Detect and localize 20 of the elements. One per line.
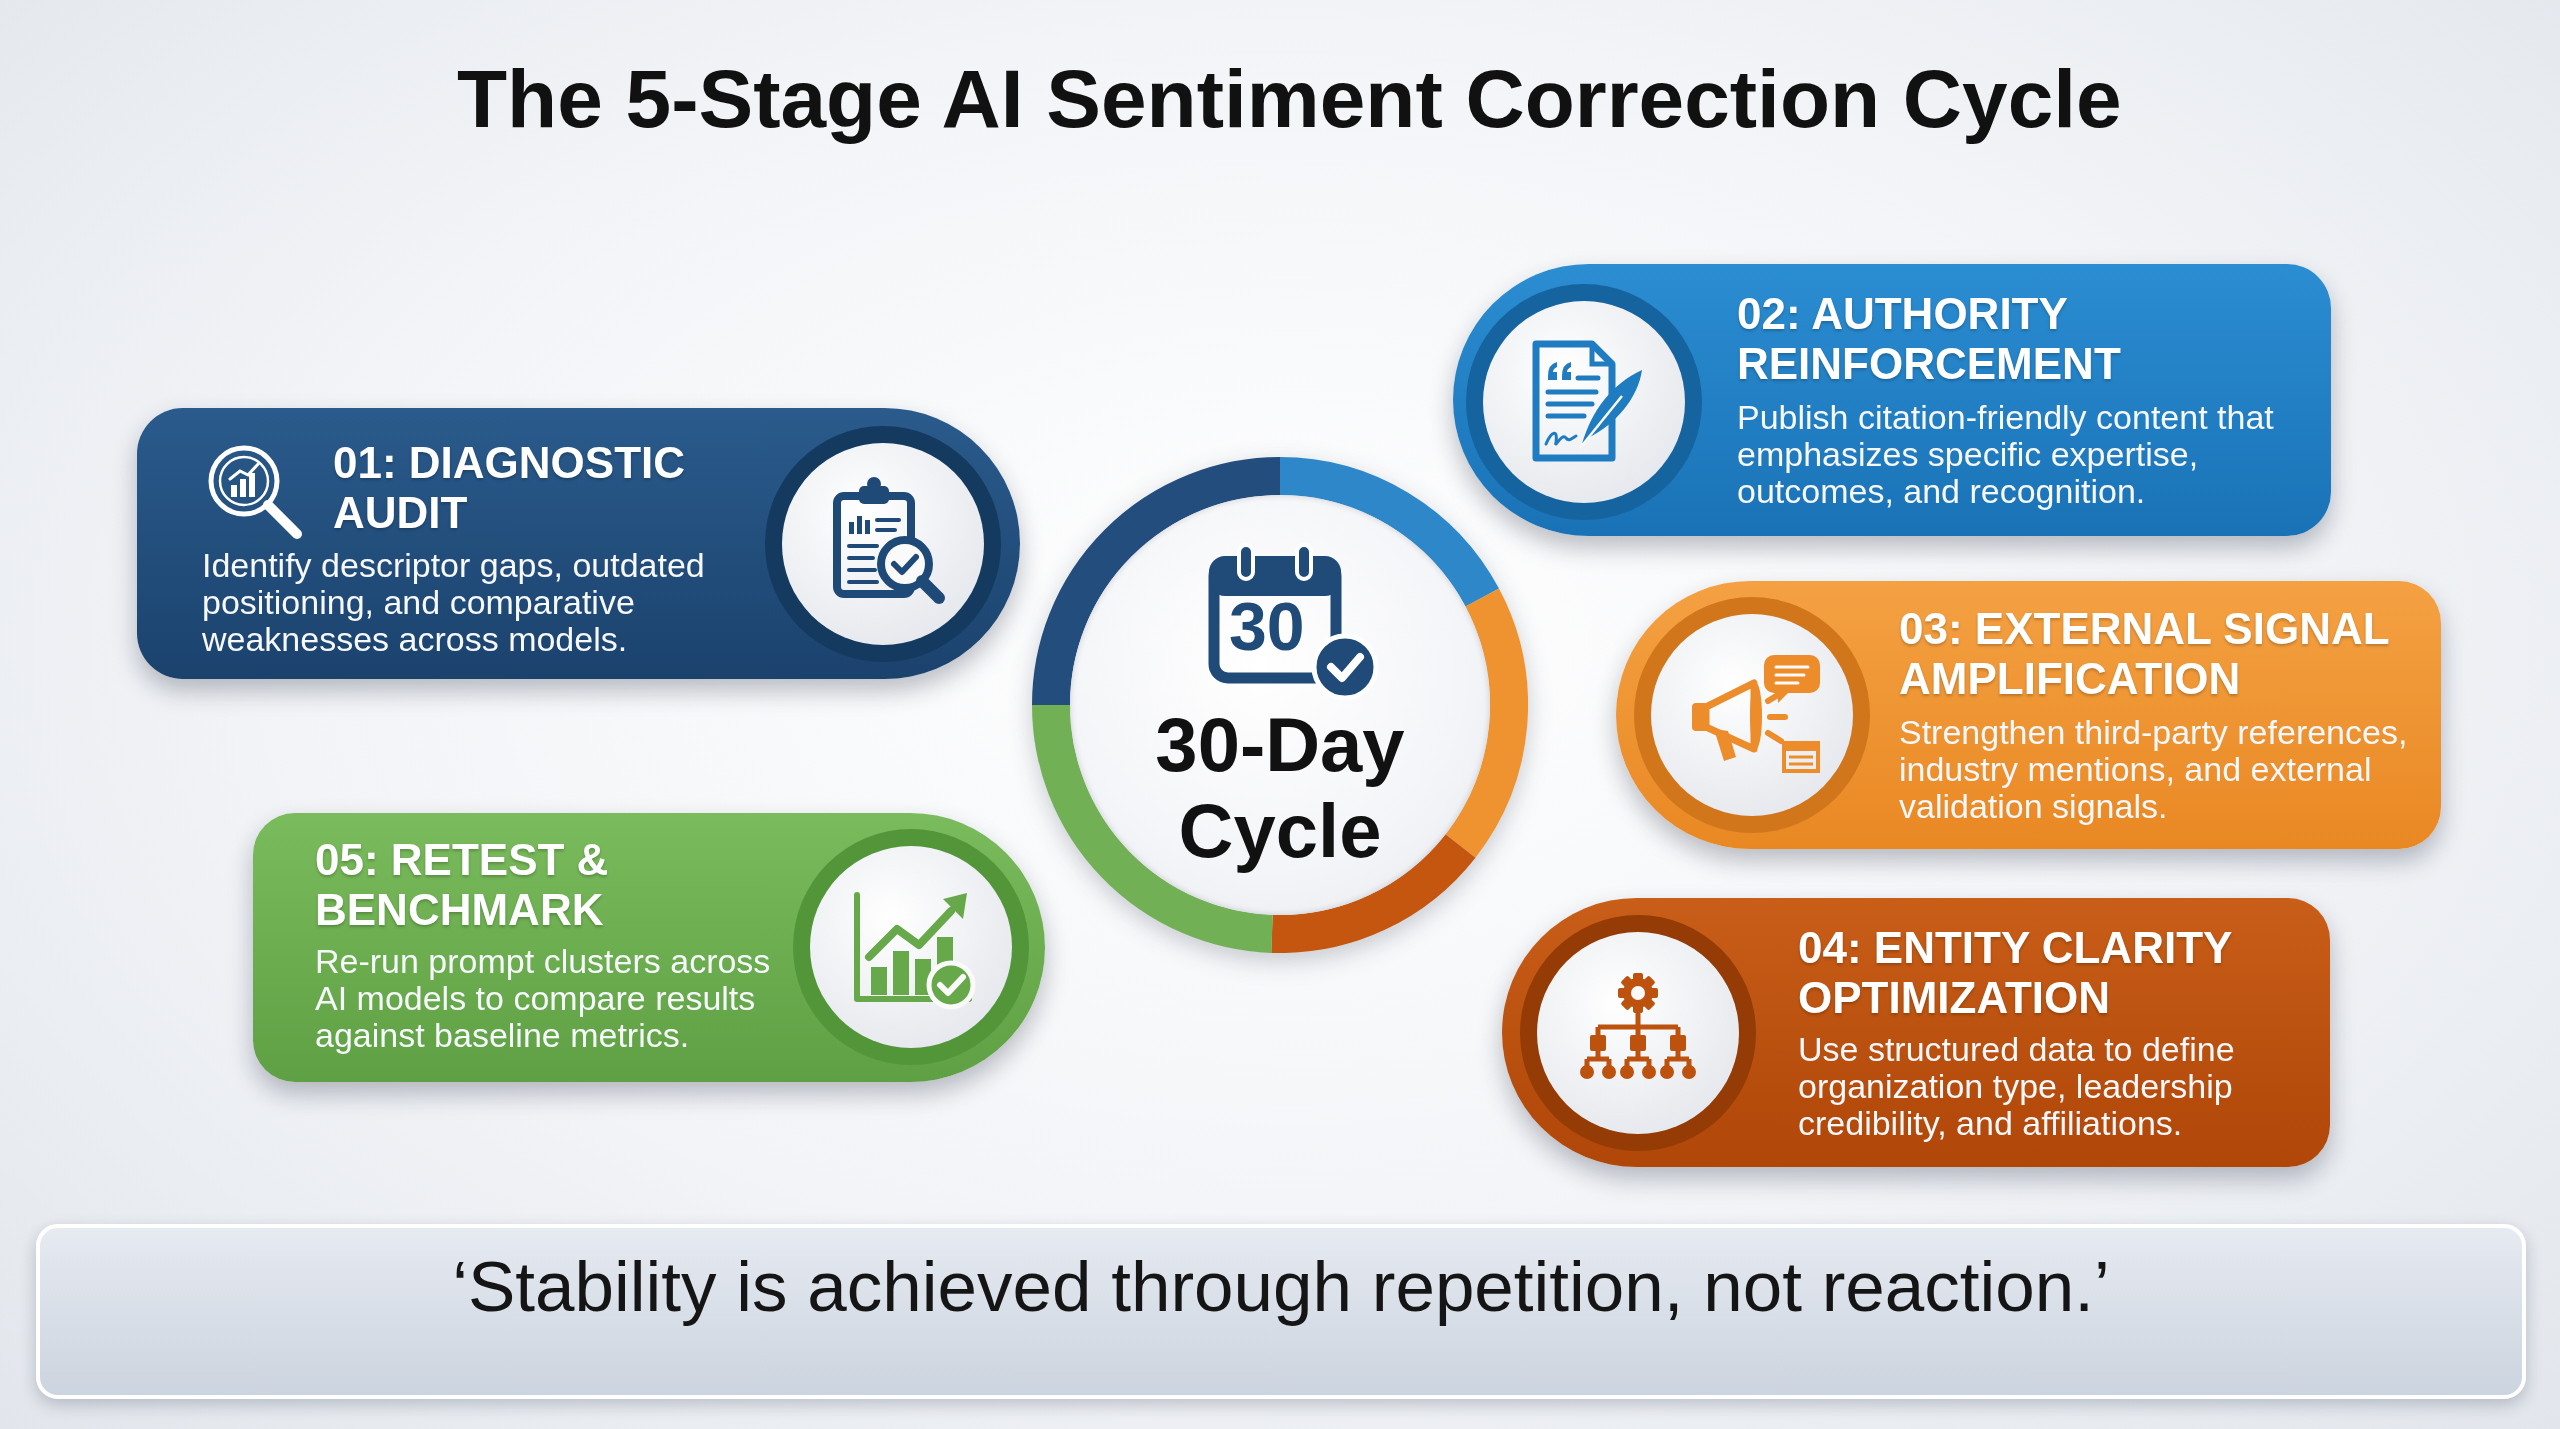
stage-heading: 03: EXTERNAL SIGNAL AMPLIFICATION	[1899, 604, 2390, 704]
stage-card	[1616, 581, 2441, 849]
stage-description: Use structured data to define organization type, leadership credibility, and affiliations.	[1798, 1031, 2236, 1142]
stage-description: Identify descriptor gaps, outdated positioning, and comparative weaknesses across models.	[202, 547, 706, 658]
stage-card	[1453, 264, 2331, 536]
cycle-title: 30-Day Cycle	[1154, 702, 1406, 874]
stage-card	[253, 813, 1045, 1082]
stage-card	[137, 408, 1020, 679]
stage-heading: 05: RETEST & BENCHMARK	[315, 835, 610, 935]
page-title: The 5-Stage AI Sentiment Correction Cycle	[457, 52, 2123, 146]
stage-heading: 04: ENTITY CLARITY OPTIMIZATION	[1798, 923, 2233, 1023]
stage-heading: 02: AUTHORITY REINFORCEMENT	[1737, 289, 2122, 389]
quote-panel	[36, 1224, 2526, 1399]
stage-card	[1502, 898, 2330, 1167]
stage-description: Publish citation-friendly content that emphasizes specific expertise, outcomes, and recognition.	[1737, 399, 2275, 510]
stage-heading: 01: DIAGNOSTIC AUDIT	[333, 438, 687, 538]
stage-description: Re-run prompt clusters across AI models to compare results against baseline metrics.	[315, 943, 772, 1054]
calendar-date: 30	[1229, 588, 1306, 664]
quote-text: ‘Stability is achieved through repetition, not reaction.’	[452, 1245, 2110, 1328]
stage-description: Strengthen third-party references, industry mentions, and external validation signals.	[1899, 714, 2409, 825]
